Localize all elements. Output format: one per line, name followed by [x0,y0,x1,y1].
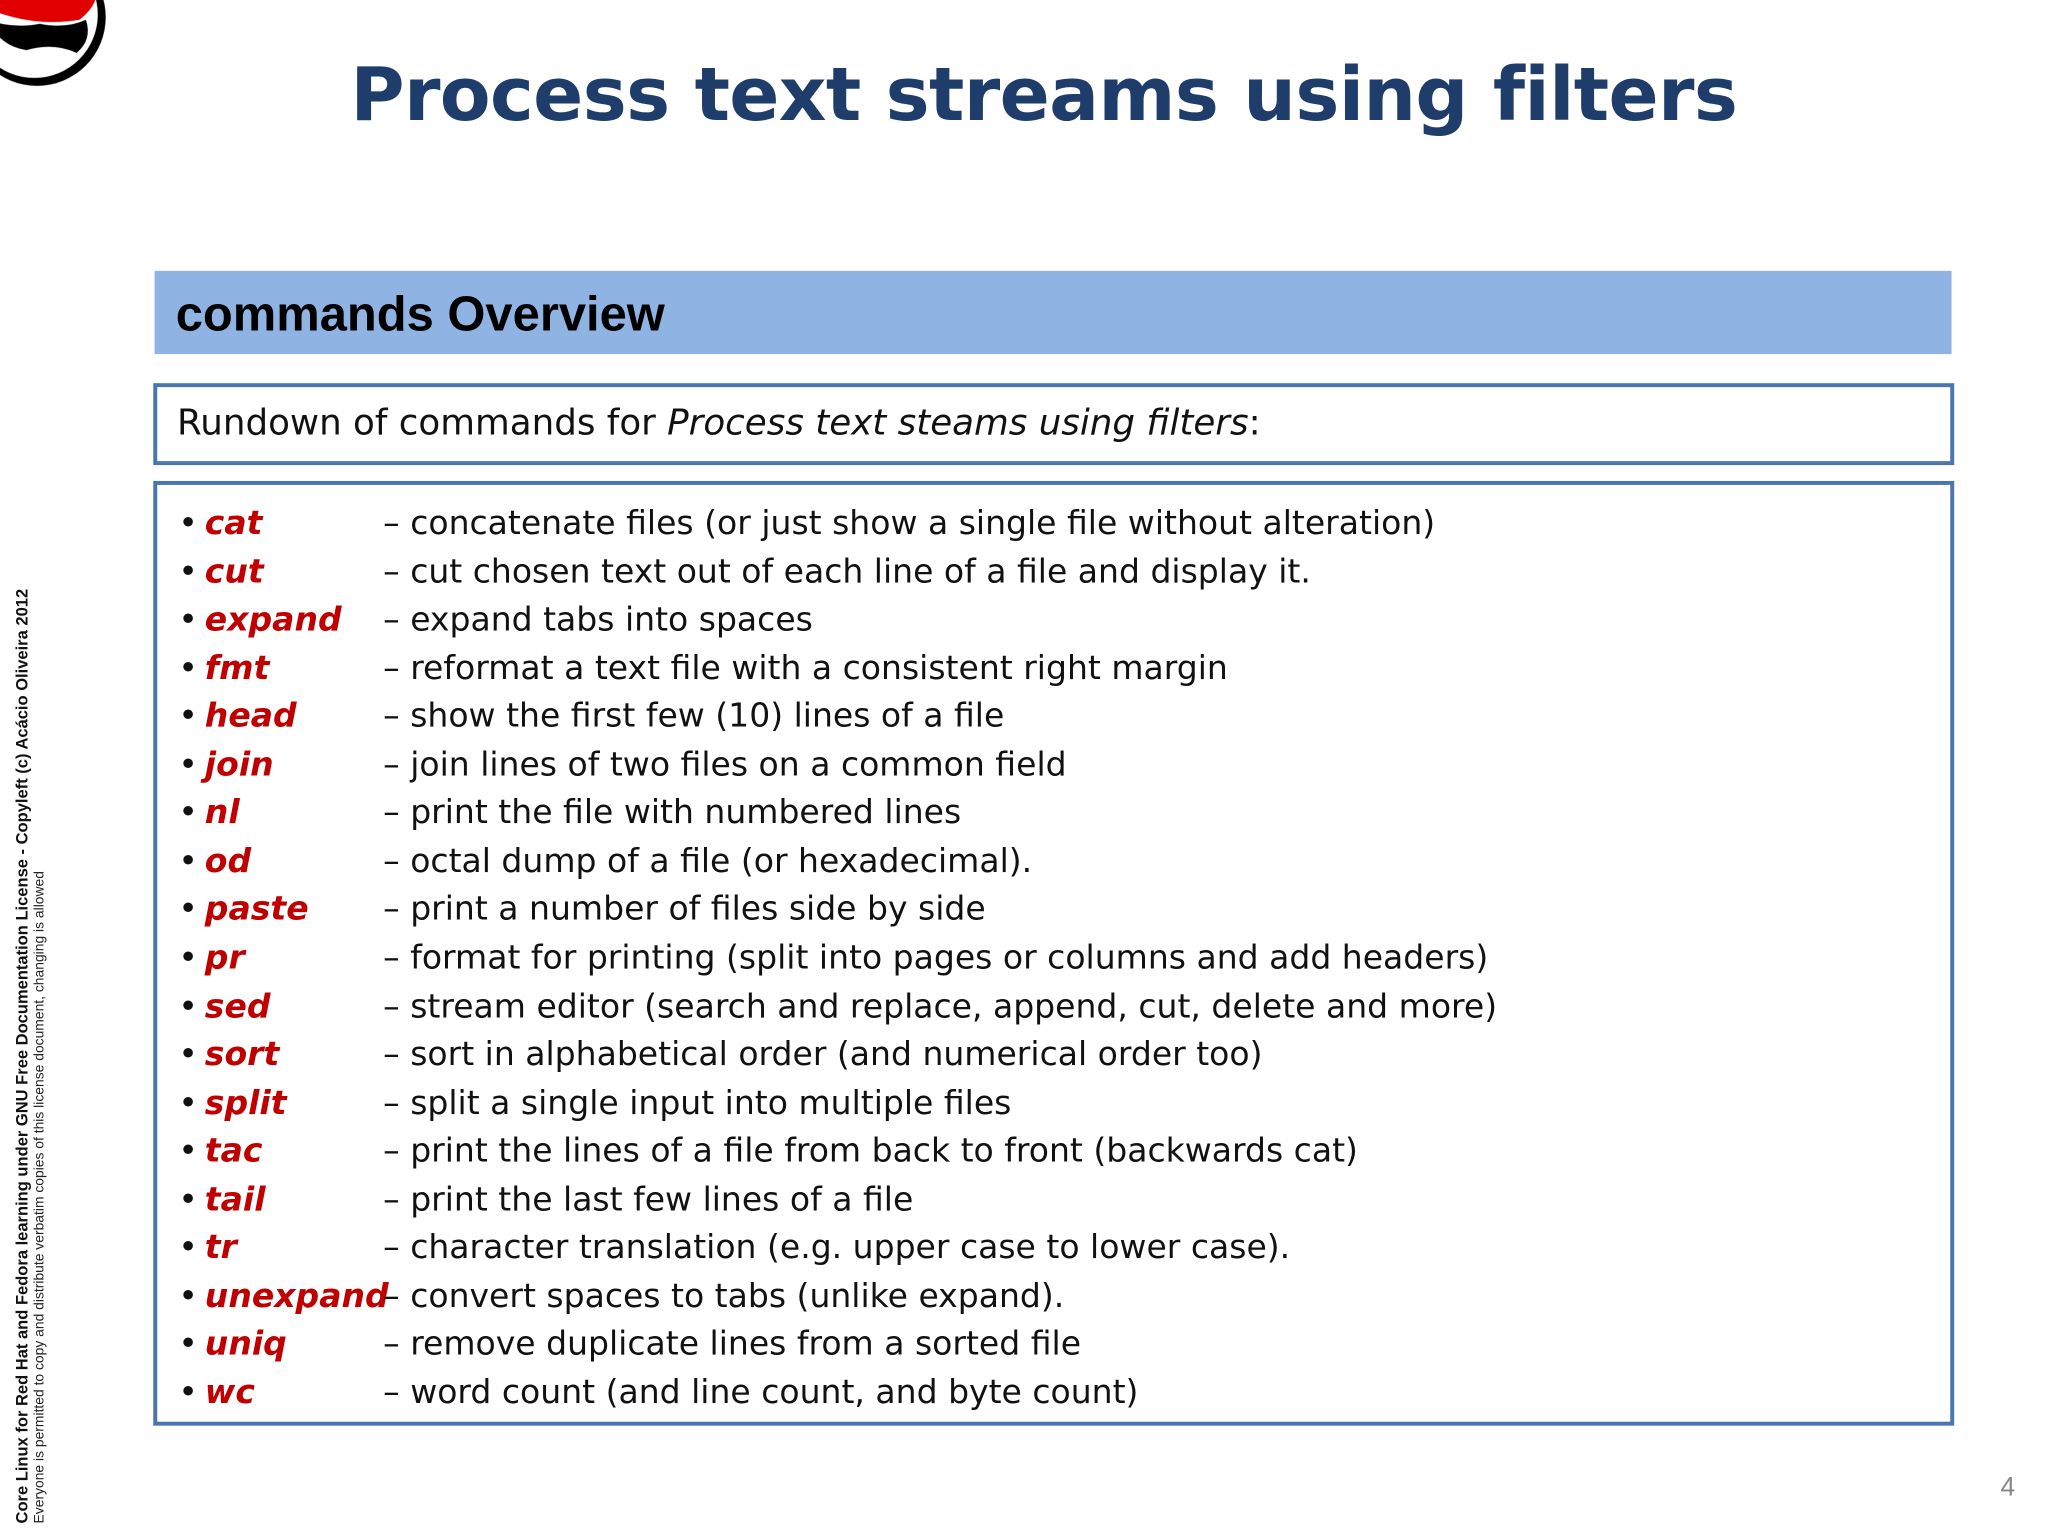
bullet-icon: • [178,1276,198,1315]
license-line-2: Everyone is permitted to copy and distri… [31,871,48,1524]
command-description: – format for printing (split into pages … [383,938,1489,977]
command-description: – concatenate files (or just show a sing… [383,503,1436,542]
command-description: – octal dump of a file (or hexadecimal). [383,841,1033,880]
intro-box: Rundown of commands for Process text ste… [153,383,1955,466]
command-description: – character translation (e.g. upper case… [383,1227,1291,1267]
license-footer: Core Linux for Red Hat and Fedora learni… [13,589,47,1524]
bullet-icon: • [178,599,198,639]
command-name: uniq [204,1324,287,1363]
command-name: unexpand [204,1276,389,1315]
bullet-icon: • [178,986,198,1025]
bullet-icon: • [178,648,198,687]
command-description: – show the first few (10) lines of a fil… [383,696,1005,735]
command-description: – reformat a text file with a consistent… [383,648,1228,687]
command-description: – split a single input into multiple fil… [383,1082,1012,1122]
intro-prefix: Rundown of commands for [177,402,668,444]
command-name: expand [204,599,342,639]
command-name: tr [204,1227,237,1267]
command-name: split [204,1082,287,1122]
intro-text: Rundown of commands for Process text ste… [177,403,1261,444]
bullet-icon: • [178,696,198,735]
license-line-1: Core Linux for Red Hat and Fedora learni… [13,588,32,1524]
bullet-icon: • [178,1131,198,1170]
section-header-text: commands Overview [175,286,665,341]
red-hat-logo-icon [0,0,106,86]
section-header: commands Overview [154,270,1952,355]
intro-suffix: : [1248,402,1261,444]
command-description: – sort in alphabetical order (and numeri… [383,1034,1263,1073]
command-name: sed [204,986,271,1025]
page-title: Process text streams using filters [350,52,1738,139]
command-name: join [204,744,274,784]
command-description: – expand tabs into spaces [383,599,813,639]
bullet-icon: • [178,551,198,591]
bullet-icon: • [178,1324,198,1363]
command-description: – join lines of two files on a common fi… [383,744,1067,784]
command-name: tail [204,1179,266,1218]
command-name: cat [204,503,263,542]
intro-italic: Process text steams using filters [667,402,1249,444]
bullet-icon: • [178,938,198,977]
command-description: – remove duplicate lines from a sorted f… [383,1324,1082,1363]
bullet-icon: • [178,889,198,929]
page-number: 4 [2000,1473,2016,1503]
command-name: pr [204,938,245,977]
command-description: – stream editor (search and replace, app… [383,986,1498,1025]
bullet-icon: • [178,503,198,542]
command-description: – print the file with numbered lines [383,793,962,832]
command-description: – print the lines of a file from back to… [383,1131,1358,1170]
bullet-icon: • [178,1179,198,1218]
bullet-icon: • [178,1227,198,1267]
bullet-icon: • [178,744,198,784]
command-name: sort [204,1034,280,1073]
command-name: od [204,841,252,880]
command-name: cut [204,551,264,591]
bullet-icon: • [178,841,198,880]
command-description: – cut chosen text out of each line of a … [383,551,1311,591]
command-name: fmt [204,648,270,687]
bullet-icon: • [178,793,198,832]
command-description: – print a number of files side by side [383,889,986,929]
command-name: wc [204,1372,255,1412]
command-name: tac [204,1131,263,1170]
command-description: – convert spaces to tabs (unlike expand)… [383,1276,1065,1315]
command-name: paste [204,889,309,929]
command-description: – print the last few lines of a file [383,1179,914,1218]
command-name: nl [204,793,240,832]
command-description: – word count (and line count, and byte c… [383,1372,1139,1412]
bullet-icon: • [178,1034,198,1073]
command-list: •cat– concatenate files (or just show a … [153,480,1955,1426]
command-name: head [204,696,297,735]
bullet-icon: • [178,1372,198,1412]
bullet-icon: • [178,1082,198,1122]
